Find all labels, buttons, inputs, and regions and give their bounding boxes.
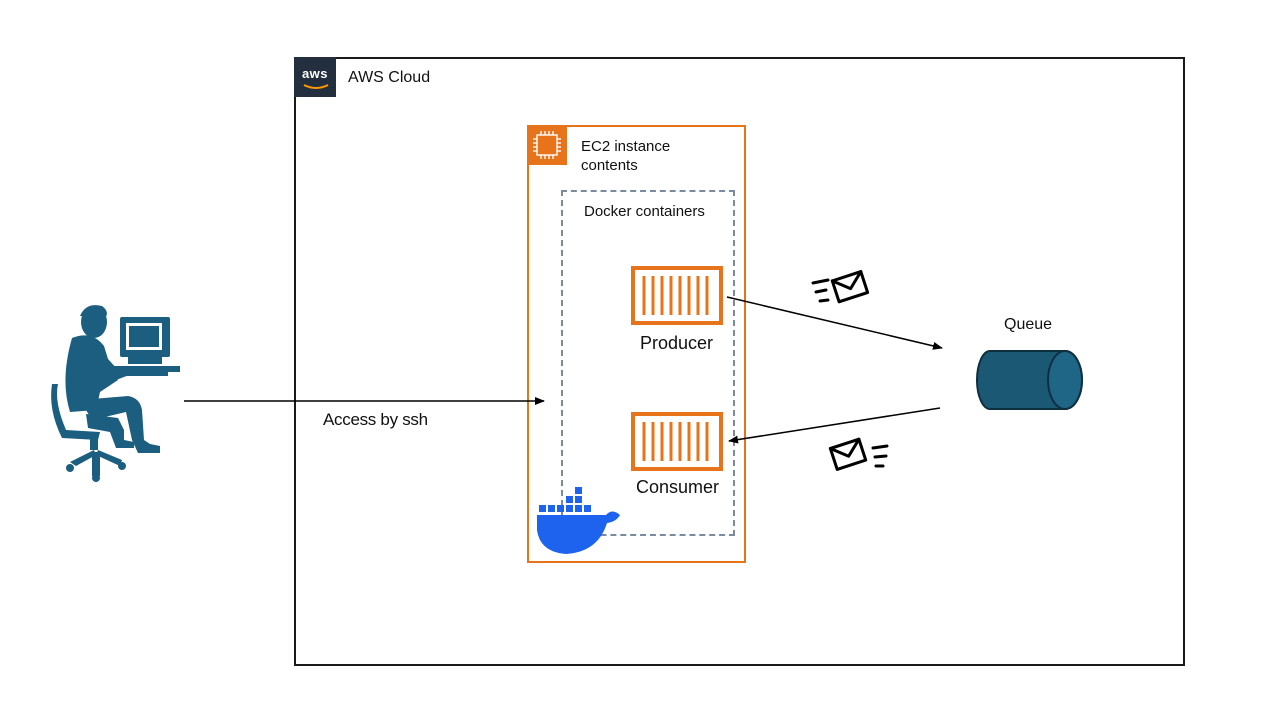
ec2-instance-group <box>527 125 746 563</box>
queue-label: Queue <box>1004 316 1053 333</box>
aws-smile-icon <box>303 84 329 89</box>
ec2-chip-glyph <box>533 131 561 159</box>
docker-containers-group <box>561 190 735 536</box>
consumer-container-icon <box>631 412 723 471</box>
consumer-label: Consumer <box>636 477 720 497</box>
aws-cloud-group <box>294 57 1185 666</box>
producer-to-queue-arrow <box>726 296 943 350</box>
aws-logo-text: aws <box>301 66 329 81</box>
ec2-label-line1: EC2 instance <box>581 138 671 155</box>
message-received-icon <box>828 437 889 471</box>
ec2-label-line2: contents <box>581 157 638 174</box>
access-by-ssh-label: Access by ssh <box>323 410 428 429</box>
user-at-computer-icon <box>51 305 180 482</box>
producer-label: Producer <box>640 333 714 353</box>
producer-container-icon <box>631 266 723 325</box>
message-sent-icon <box>811 270 870 304</box>
aws-cloud-label: AWS Cloud <box>348 69 431 86</box>
docker-containers-label: Docker containers <box>584 203 705 220</box>
queue-to-consumer-arrow <box>728 407 941 444</box>
queue-cylinder-icon <box>976 350 1083 410</box>
ec2-chip-icon <box>527 125 567 165</box>
docker-whale-icon <box>537 487 620 554</box>
ec2-instance-label: EC2 instance contents <box>581 137 670 175</box>
aws-logo-icon <box>294 57 336 97</box>
